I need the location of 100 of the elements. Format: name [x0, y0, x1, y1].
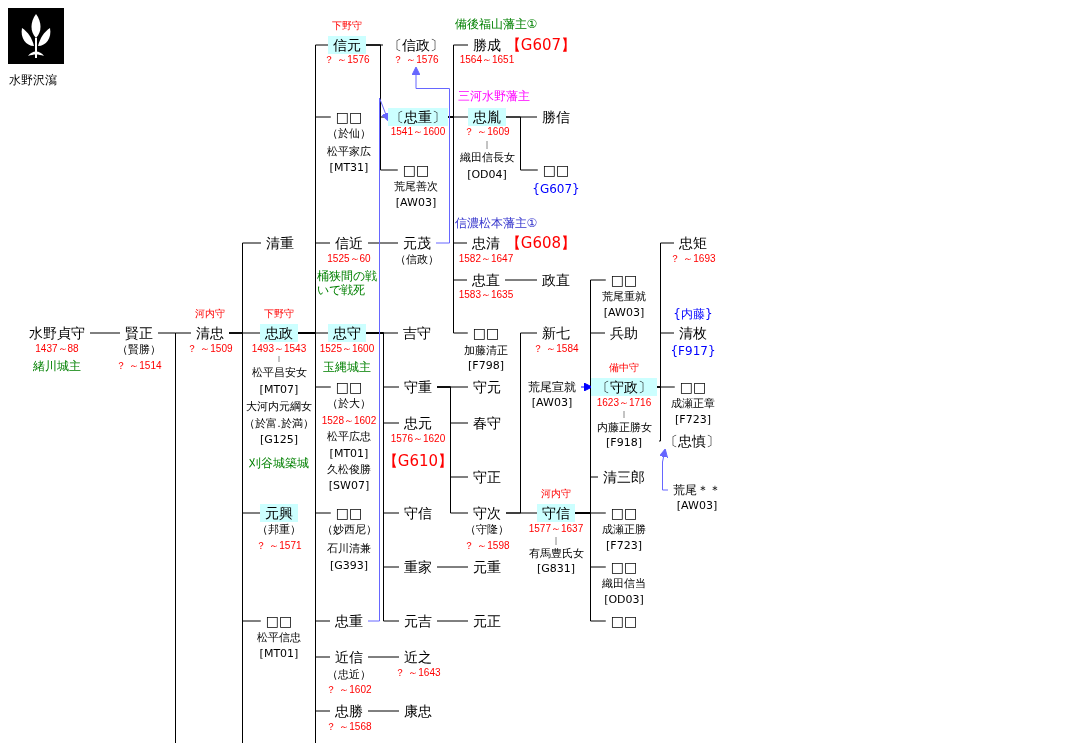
highlighted-name-box: 忠政 [260, 324, 298, 342]
date-note: ？ ～1509 [187, 342, 233, 356]
person-note: （於大） [327, 397, 371, 411]
person-name: 忠重 [330, 612, 368, 630]
person-note: （邦重） [257, 523, 301, 537]
date-note: ？ ～1576 [393, 53, 439, 67]
lineage-line [505, 512, 538, 514]
date-note: ？ ～1514 [116, 359, 162, 373]
person-name: 〔信政〕 [383, 36, 449, 54]
person-name: 清枚 [674, 324, 712, 342]
person-name: 清重 [261, 234, 299, 252]
person-note: 荒尾善次 [394, 180, 438, 194]
highlighted-name-box: 元興 [260, 504, 298, 522]
person-name: □□ [260, 612, 298, 630]
person-name: 元正 [468, 612, 506, 630]
date-note: ？ ～1643 [395, 666, 441, 680]
person-note: 内藤正勝女 [596, 421, 652, 435]
highlighted-name-box: 〔忠重〕 [388, 108, 448, 126]
person-note: [AW03] [531, 396, 573, 410]
lineage-line [367, 656, 400, 658]
lineage-line [436, 566, 469, 568]
person-note: 石川清兼 [327, 542, 371, 556]
person-name: 勝成 [468, 36, 506, 54]
person-note: 松平家広 [327, 145, 371, 159]
note: 刈谷城築城 [249, 456, 309, 470]
highlighted-name-box: 忠胤 [468, 108, 506, 126]
note: 備後福山藩主① [454, 17, 538, 31]
reference-note: {F917} [670, 344, 716, 358]
person-note: （於富.於満） [244, 417, 314, 431]
person-name: 守元 [468, 378, 506, 396]
person-name: □□ [537, 161, 575, 179]
person-name: 重家 [399, 558, 437, 576]
person-note: [F723] [606, 539, 642, 553]
lineage-line [367, 710, 400, 712]
person-note: 久松俊勝 [327, 463, 371, 477]
person-name: □□ [605, 504, 643, 522]
person-note: 織田信当 [602, 577, 646, 591]
person-name: 賢正 [120, 324, 158, 342]
person-note: [OD03] [604, 593, 644, 607]
person-name: □□ [674, 378, 712, 396]
person-name: 春守 [468, 414, 506, 432]
person-note: 松平信忠 [257, 631, 301, 645]
person-note: [AW03] [395, 196, 437, 210]
lineage-line [447, 116, 469, 334]
reference-note: {G607} [532, 182, 580, 196]
person-note: （信政） [395, 253, 439, 267]
person-name: 忠清 [467, 234, 505, 252]
date-note: 河内守 [195, 307, 225, 321]
highlighted-name-box: 〔守政〕 [591, 378, 657, 396]
highlighted-name-box: 忠守 [328, 324, 366, 342]
person-note: （於仙） [327, 127, 371, 141]
person-name: □□ [397, 161, 435, 179]
highlighted-name-box: 信元 [328, 36, 366, 54]
domain-note: 三河水野藩主 [458, 89, 530, 103]
person-note: 成瀬正勝 [602, 523, 646, 537]
date-note: 1564～1651 [459, 53, 515, 67]
person-name: 清三郎 [598, 468, 650, 486]
person-name: 守重 [399, 378, 437, 396]
date-note: 河内守 [541, 487, 571, 501]
person-name: 勝信 [537, 108, 575, 126]
date-note: 備中守 [609, 361, 639, 375]
person-note: 織田信長女 [459, 151, 515, 165]
date-note: ？ ～1576 [324, 53, 370, 67]
lineage-line [505, 116, 539, 171]
person-name: 兵助 [605, 324, 643, 342]
person-name: 元吉 [399, 612, 437, 630]
note: 玉縄城主 [323, 360, 371, 374]
highlighted-name-box: 守信 [537, 504, 575, 522]
person-note: 荒尾重就 [602, 290, 646, 304]
date-note: ？ ～1568 [326, 720, 372, 734]
date-note: ？ ～1609 [464, 125, 510, 139]
person-note: （妙西尼） [321, 523, 377, 537]
person-note: [F798] [468, 359, 504, 373]
person-name: □□ [330, 378, 368, 396]
person-note: （賢勝） [117, 343, 161, 357]
lineage-line [365, 332, 400, 622]
lineage-line [574, 512, 607, 622]
person-note: [MT01] [329, 447, 369, 461]
date-note: ？ ～1571 [256, 539, 302, 553]
date-note: ？ ～1602 [326, 683, 372, 697]
person-name: 信近 [330, 234, 368, 252]
person-note: [G831] [536, 562, 576, 576]
person-note: [OD04] [467, 168, 507, 182]
person-name: 新七 [537, 324, 575, 342]
lineage-line [367, 242, 399, 244]
person-note: （守隆） [465, 523, 509, 537]
adoption-arrow [580, 382, 593, 392]
adoption-arrow [659, 448, 669, 491]
person-name: 吉守 [398, 324, 436, 342]
person-name: 守信 [399, 504, 437, 522]
date-note: 1493～1543 [251, 342, 307, 356]
crest-caption: 水野沢瀉 [9, 72, 57, 89]
person-note: 大河内元綱女 [246, 400, 312, 414]
date-note: 1525～1600 [319, 342, 375, 356]
lineage-line [365, 44, 399, 171]
domain-note: 信濃松本藩主① [454, 216, 538, 230]
person-note: [MT07] [259, 383, 299, 397]
person-name: 政直 [537, 271, 575, 289]
reference-note: {内藤} [673, 307, 713, 321]
date-note: 1525～60 [327, 252, 371, 266]
